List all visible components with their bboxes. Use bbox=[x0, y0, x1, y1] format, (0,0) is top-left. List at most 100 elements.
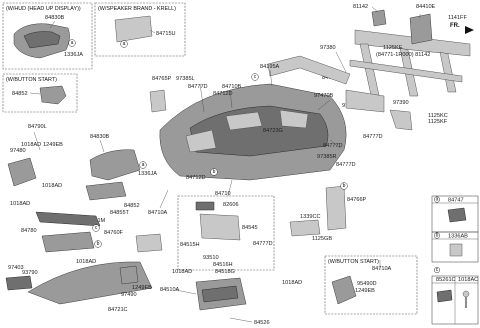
air-duct-side bbox=[345, 89, 385, 113]
part-84777D-6: 84777D bbox=[253, 241, 273, 247]
part-84712D-a: 84712D bbox=[213, 91, 233, 97]
part-84710A: 84710A bbox=[148, 210, 168, 216]
part-84721C: 84721C bbox=[108, 307, 128, 313]
legend-clip-85261C bbox=[436, 289, 453, 303]
hud-callout-a bbox=[68, 39, 76, 47]
bsb-part-1249EB: 1249EB bbox=[355, 288, 375, 294]
legend-part-1018AC: 1018AC bbox=[458, 277, 478, 283]
right-vent-part bbox=[279, 109, 309, 129]
hud-callout-a-label: a bbox=[71, 40, 74, 46]
glovebox-inset-box bbox=[177, 195, 275, 271]
air-duct-vent bbox=[389, 109, 413, 131]
part-84510A: 84510A bbox=[160, 287, 180, 293]
part-93790: 93790 bbox=[22, 270, 38, 276]
part-1018AD-5: 1018AD bbox=[172, 269, 192, 275]
part-97385R: 97385R bbox=[317, 154, 337, 160]
cluster-callout-a-label: a bbox=[142, 162, 145, 168]
part-1018AD-6: 1018AD bbox=[282, 280, 302, 286]
part-97390: 97390 bbox=[393, 100, 409, 106]
cluster-lower-part bbox=[85, 181, 127, 201]
lower-panel-part bbox=[41, 231, 95, 253]
hud-part-1336JA: 1336JA bbox=[64, 52, 83, 58]
part-97385L: 97385L bbox=[176, 76, 195, 82]
hud-inset-title: (W/HUD (HEAD UP DISPLAY)) bbox=[6, 6, 81, 12]
part-1249EB-1: 1249EB bbox=[43, 142, 63, 148]
part-97380: 97380 bbox=[320, 45, 336, 51]
legend-clip-84747 bbox=[447, 207, 467, 223]
part-84710: 84710 bbox=[215, 191, 231, 197]
callout-c-main-label: c bbox=[254, 74, 257, 80]
part-97490: 97490 bbox=[121, 292, 137, 298]
fr-arrow-icon bbox=[465, 26, 474, 34]
legend-callout-c-label: c bbox=[436, 267, 439, 273]
legend-clip-1336AB bbox=[449, 243, 463, 257]
side-cover-left bbox=[149, 89, 167, 113]
part-1125KF: 1125KF bbox=[428, 119, 448, 125]
speaker-grille-part bbox=[114, 15, 153, 43]
cluster-housing-part bbox=[89, 149, 141, 181]
legend-part-1336AB: 1336AB bbox=[448, 234, 468, 240]
direction-fr-label: FR. bbox=[450, 23, 460, 29]
button-start-left-title: (W/BUTTON START) bbox=[6, 77, 57, 83]
bsl-bezel-part bbox=[39, 85, 67, 105]
callout-b-main-label: b bbox=[213, 169, 216, 175]
part-84712D-b: 84712D bbox=[186, 175, 206, 181]
part-82606: 82606 bbox=[223, 202, 239, 208]
part-84771: (84771-1R000) 81142 bbox=[376, 52, 430, 58]
legend-part-85261C: 85261C bbox=[436, 277, 456, 283]
part-84830B: 84830B bbox=[90, 134, 110, 140]
legend-screw-1018AC-icon bbox=[462, 290, 470, 308]
part-84410E: 84410E bbox=[416, 4, 436, 10]
legend-callout-b bbox=[433, 232, 441, 239]
legend-part-84747: 84747 bbox=[448, 198, 464, 204]
part-1018AD-2: 1018AD bbox=[42, 183, 62, 189]
lower-callout-b bbox=[94, 240, 102, 248]
speaker-part-84715U: 84715U bbox=[156, 31, 176, 37]
part-84765P: 84765P bbox=[152, 76, 172, 82]
part-84777D-2: 84777D bbox=[188, 84, 208, 90]
part-84855T: 84855T bbox=[110, 210, 130, 216]
part-84515H: 84515H bbox=[180, 242, 200, 248]
part-1249EB-2: 1249EB bbox=[132, 285, 152, 291]
part-84852: 84852 bbox=[124, 203, 140, 209]
legend-callout-a bbox=[433, 196, 441, 203]
speaker-inset-title: (W/SPEAKER BRAND - KRELL) bbox=[98, 6, 176, 12]
legend-callout-b-label: b bbox=[436, 233, 439, 239]
side-vent-left-part bbox=[7, 157, 37, 187]
speaker-callout-a bbox=[120, 40, 128, 48]
button-start-left-box bbox=[2, 73, 78, 113]
lower-callout-b-label: b bbox=[97, 241, 100, 247]
lower-callout-c-label: c bbox=[95, 225, 98, 231]
hud-inset-box bbox=[2, 2, 93, 70]
part-97403: 97403 bbox=[8, 265, 24, 271]
part-84777D-3: 84777D bbox=[363, 134, 383, 140]
part-84790L: 84790L bbox=[28, 124, 47, 130]
part-84195A: 84195A bbox=[260, 64, 280, 70]
hud-part-84830B: 84830B bbox=[45, 15, 65, 21]
hud-cover-inner bbox=[23, 31, 61, 49]
callout-b-right-label: b bbox=[343, 183, 346, 189]
part-81142-top: 81142 bbox=[353, 4, 368, 10]
part-1125GB: 1125GB bbox=[312, 236, 332, 242]
part-84760F: 84760F bbox=[104, 230, 124, 236]
bsl-part-84852: 84852 bbox=[12, 91, 28, 97]
legend-table bbox=[431, 195, 479, 325]
part-1018AD-4: 1018AD bbox=[76, 259, 96, 265]
bsb-part-95490D: 95490D bbox=[357, 281, 377, 287]
part-84545: 84545 bbox=[242, 225, 258, 231]
part-97480: 97480 bbox=[10, 148, 26, 154]
start-button-part bbox=[119, 265, 139, 285]
glovebox-latch-part bbox=[195, 201, 215, 211]
glovebox-inner-part bbox=[201, 285, 239, 303]
part-84518G: 84518G bbox=[215, 269, 235, 275]
part-84766P: 84766P bbox=[347, 197, 367, 203]
lower-wiring-part bbox=[35, 211, 101, 227]
bsb-start-button-part bbox=[331, 275, 357, 305]
lower-cover-right-part bbox=[289, 219, 321, 237]
button-start-bottom-title: (W/BUTTON START) bbox=[328, 259, 379, 265]
part-84723G: 84723G bbox=[263, 128, 283, 134]
part-84777D-4: 84777D bbox=[323, 143, 343, 149]
cluster-callout-a bbox=[139, 161, 147, 169]
lower-callout-c bbox=[92, 224, 100, 232]
